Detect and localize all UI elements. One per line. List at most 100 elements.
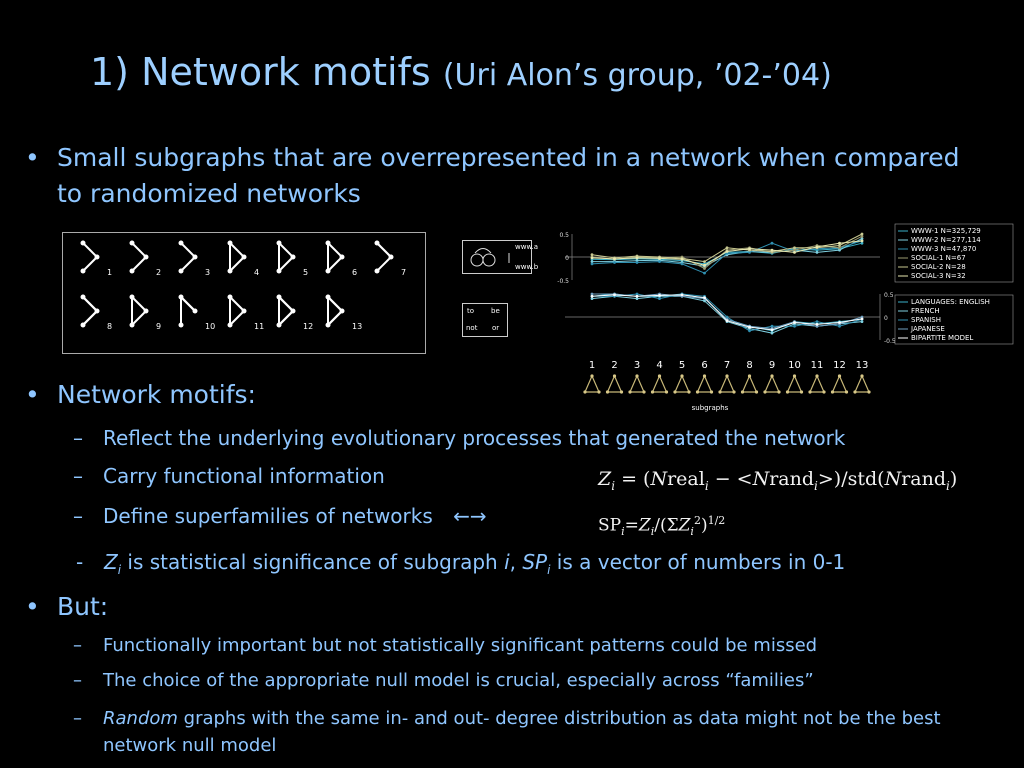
data-point	[838, 324, 841, 328]
data-point	[748, 251, 751, 254]
bullet-2-text: Network motifs:	[57, 380, 256, 409]
legend-label: LANGUAGES: ENGLISH	[911, 298, 990, 306]
motif-edge	[327, 296, 343, 312]
motif-number: 8	[107, 322, 112, 331]
motif-node	[339, 254, 345, 260]
data-point	[815, 322, 819, 326]
www-a-label: www.a	[515, 243, 539, 251]
data-point	[658, 260, 661, 263]
data-point	[635, 294, 639, 298]
subgraph-icon	[583, 374, 601, 394]
bullet-dot: •	[25, 592, 40, 621]
y-tick-label: 0	[884, 315, 888, 322]
data-point	[703, 263, 706, 267]
motif-node	[290, 308, 296, 314]
data-point	[860, 239, 864, 243]
sub-item: –Define superfamilies of networks ←→	[73, 504, 487, 528]
x-tick-label: 8	[746, 360, 752, 371]
motif-node	[325, 322, 331, 328]
motif-node	[143, 308, 149, 314]
series-line	[591, 295, 863, 334]
data-point	[748, 247, 751, 251]
y-tick-label: 0.5	[884, 292, 894, 299]
data-point	[793, 248, 796, 252]
motif-node	[178, 294, 184, 300]
motif-11: 11	[227, 294, 264, 331]
motif-number: 13	[352, 322, 362, 331]
data-point	[725, 250, 729, 253]
motif-node	[374, 240, 380, 246]
motif-node	[325, 268, 331, 274]
subgraph-icon	[718, 374, 736, 394]
word-or: or	[492, 324, 500, 332]
motif-edge	[82, 242, 98, 258]
subgraph-icon	[763, 374, 781, 394]
bullet-dot: •	[25, 143, 40, 172]
data-point	[860, 320, 864, 323]
motif-6: 6	[325, 240, 357, 277]
motif-edge	[82, 310, 98, 326]
motif-edge	[229, 242, 245, 258]
sub-item: –Random graphs with the same in- and out…	[73, 708, 941, 756]
data-point	[860, 237, 864, 240]
data-point	[748, 329, 751, 333]
data-point	[838, 244, 841, 247]
data-point	[590, 262, 594, 266]
motif-8: 8	[80, 294, 112, 331]
motif-edge	[180, 296, 196, 312]
subgraph-icon	[740, 374, 759, 394]
data-point	[635, 297, 639, 300]
x-tick-label: 10	[788, 360, 801, 371]
data-point	[680, 293, 684, 297]
motif-node	[227, 294, 233, 300]
motif-node	[192, 254, 198, 260]
motif-number: 11	[254, 322, 264, 331]
data-point	[703, 267, 706, 270]
www-box: www.a www.b	[462, 240, 538, 274]
data-point	[725, 315, 729, 319]
motif-number: 12	[303, 322, 313, 331]
word-not: not	[466, 324, 478, 332]
motif-node	[325, 240, 331, 246]
motif-4: 4	[227, 240, 259, 277]
legend-label: SOCIAL-1 N=67	[911, 254, 966, 262]
sub-item-text: The choice of the appropriate null model…	[103, 670, 814, 691]
x-tick-label: 1	[589, 360, 595, 371]
data-point	[680, 257, 684, 261]
motif-edge	[327, 310, 343, 326]
data-point	[590, 256, 594, 260]
motif-node	[241, 308, 247, 314]
motif-number: 9	[156, 322, 161, 331]
motif-number: 6	[352, 268, 357, 277]
motif-node	[325, 294, 331, 300]
z-score-formula: Zi = (Nreali − <Nrandi>)/std(Nrandi) SPi…	[598, 468, 998, 548]
motif-number: 3	[205, 268, 210, 277]
motif-node	[94, 254, 100, 260]
bullet-3: • But:	[25, 592, 109, 621]
data-point	[838, 241, 841, 245]
sp-formula: SPi=Zi/(ΣZi2)1/2	[598, 514, 726, 539]
motif-number: 2	[156, 268, 161, 277]
motif-number: 4	[254, 268, 259, 277]
motif-edge	[278, 310, 294, 326]
data-point	[635, 292, 639, 296]
legend-label: FRENCH	[911, 307, 940, 315]
title-main: 1) Network motifs	[90, 50, 431, 94]
z-formula: Zi = (Nreali − <Nrandi>)/std(Nrandi)	[598, 468, 958, 493]
language-box: to be not or	[462, 303, 508, 337]
data-point	[860, 232, 864, 236]
x-tick-label: 11	[811, 360, 824, 371]
sub-item-text: Define superfamilies of networks	[103, 504, 433, 528]
sub-item: –Functionally important but not statisti…	[73, 635, 818, 656]
motif-node	[241, 254, 247, 260]
sub-item: –The choice of the appropriate null mode…	[73, 670, 814, 691]
motif-node	[276, 268, 282, 274]
data-point	[838, 321, 841, 324]
bullet-3-text: But:	[57, 592, 109, 621]
legend-label: SOCIAL-3 N=32	[911, 272, 966, 280]
motif-10: 10	[178, 294, 215, 331]
motif-node	[129, 322, 135, 328]
